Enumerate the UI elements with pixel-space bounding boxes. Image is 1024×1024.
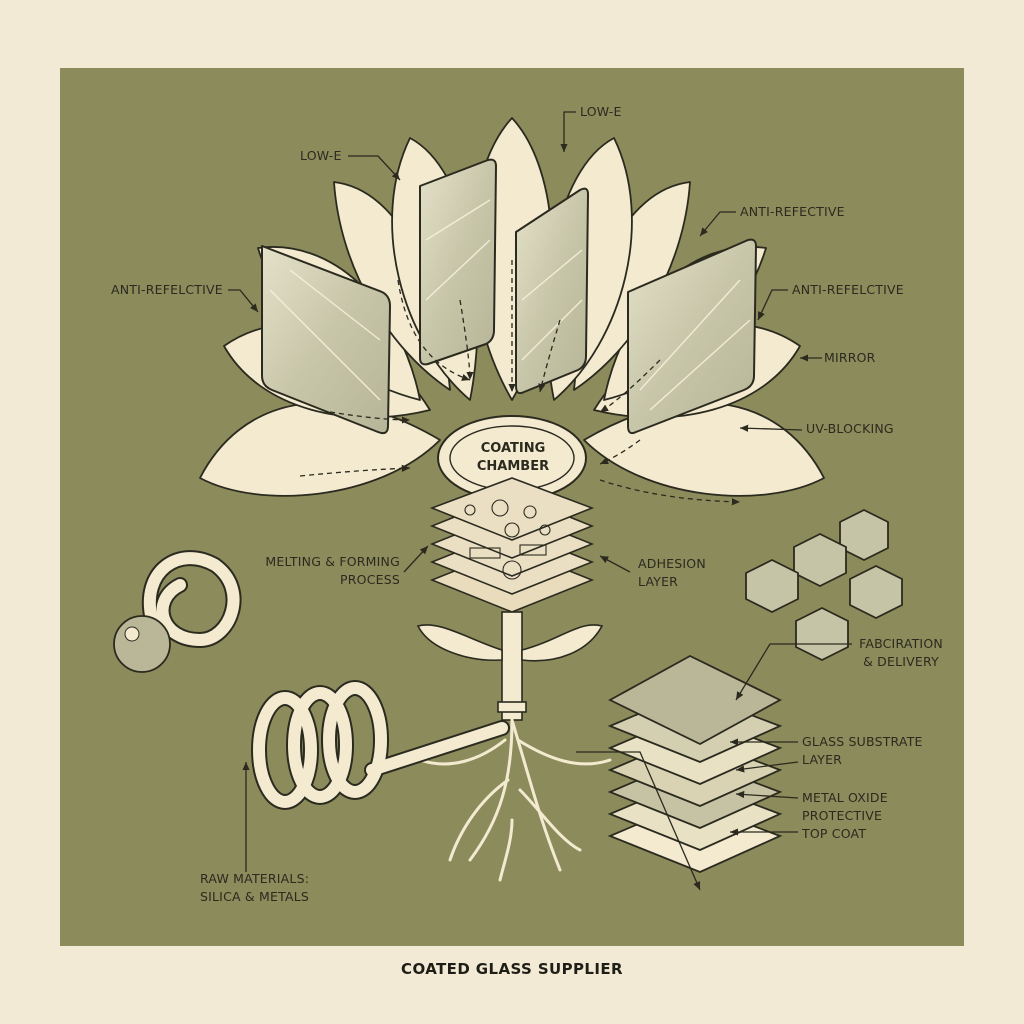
stem-and-roots <box>416 611 604 721</box>
raw-material-sphere <box>113 615 171 673</box>
machinery-stack <box>429 477 595 613</box>
adhesion-line-1: ADHESION <box>638 556 706 571</box>
sphere-highlight <box>124 626 140 642</box>
raw-line-2: SILICA & METALS <box>200 889 310 904</box>
fabrication-hexagons <box>745 508 903 662</box>
raw-materials-coils <box>142 550 510 810</box>
machinery-gears <box>464 499 551 580</box>
glass-substrate-line-2: LAYER <box>802 752 843 767</box>
label-adhesion-layer: ADHESION LAYER <box>638 555 706 591</box>
chamber-line-1: COATING <box>480 441 546 456</box>
top-coat-line: TOP COAT <box>802 826 867 841</box>
glass-highlights <box>269 199 751 411</box>
label-low-e-left: LOW-E <box>300 148 342 163</box>
raw-line-1: RAW MATERIALS: <box>200 871 310 886</box>
metal-oxide-line: METAL OXIDE <box>802 790 888 805</box>
label-low-e-top: LOW-E <box>580 104 622 119</box>
label-uv-blocking: UV-BLOCKING <box>806 421 894 436</box>
label-leaders <box>228 111 852 891</box>
label-anti-reflective-left: ANTI-REFELCTIVE <box>111 282 223 297</box>
coating-chamber-label: COATING CHAMBER <box>452 440 574 476</box>
chamber-line-2: CHAMBER <box>476 459 550 474</box>
label-glass-substrate: GLASS SUBSTRATE LAYER <box>802 733 923 769</box>
diagram-title: COATED GLASS SUPPLIER <box>401 960 623 978</box>
melting-line-1: MELTING & FORMING <box>265 554 400 569</box>
label-mirror: MIRROR <box>824 350 876 365</box>
melting-line-2: PROCESS <box>340 572 400 587</box>
label-melting-forming: MELTING & FORMING PROCESS <box>250 553 400 589</box>
fabrication-line-2: & DELIVERY <box>863 654 939 669</box>
label-fabrication-delivery: FABCIRATION & DELIVERY <box>846 635 956 671</box>
flow-arrows <box>299 260 741 506</box>
fabrication-line-1: FABCIRATION <box>859 636 943 651</box>
glass-substrate-line-1: GLASS SUBSTRATE <box>802 734 923 749</box>
glass-panes <box>261 158 757 435</box>
roots <box>418 718 612 882</box>
adhesion-line-2: LAYER <box>638 574 679 589</box>
protective-line: PROTECTIVE <box>802 808 883 823</box>
label-metal-oxide: METAL OXIDE PROTECTIVE TOP COAT <box>802 789 888 843</box>
label-anti-refelctive-right: ANTI-REFELCTIVE <box>792 282 904 297</box>
label-raw-materials: RAW MATERIALS: SILICA & METALS <box>200 870 309 906</box>
label-anti-refective-right: ANTI-REFECTIVE <box>740 204 845 219</box>
substrate-stack <box>607 654 783 873</box>
